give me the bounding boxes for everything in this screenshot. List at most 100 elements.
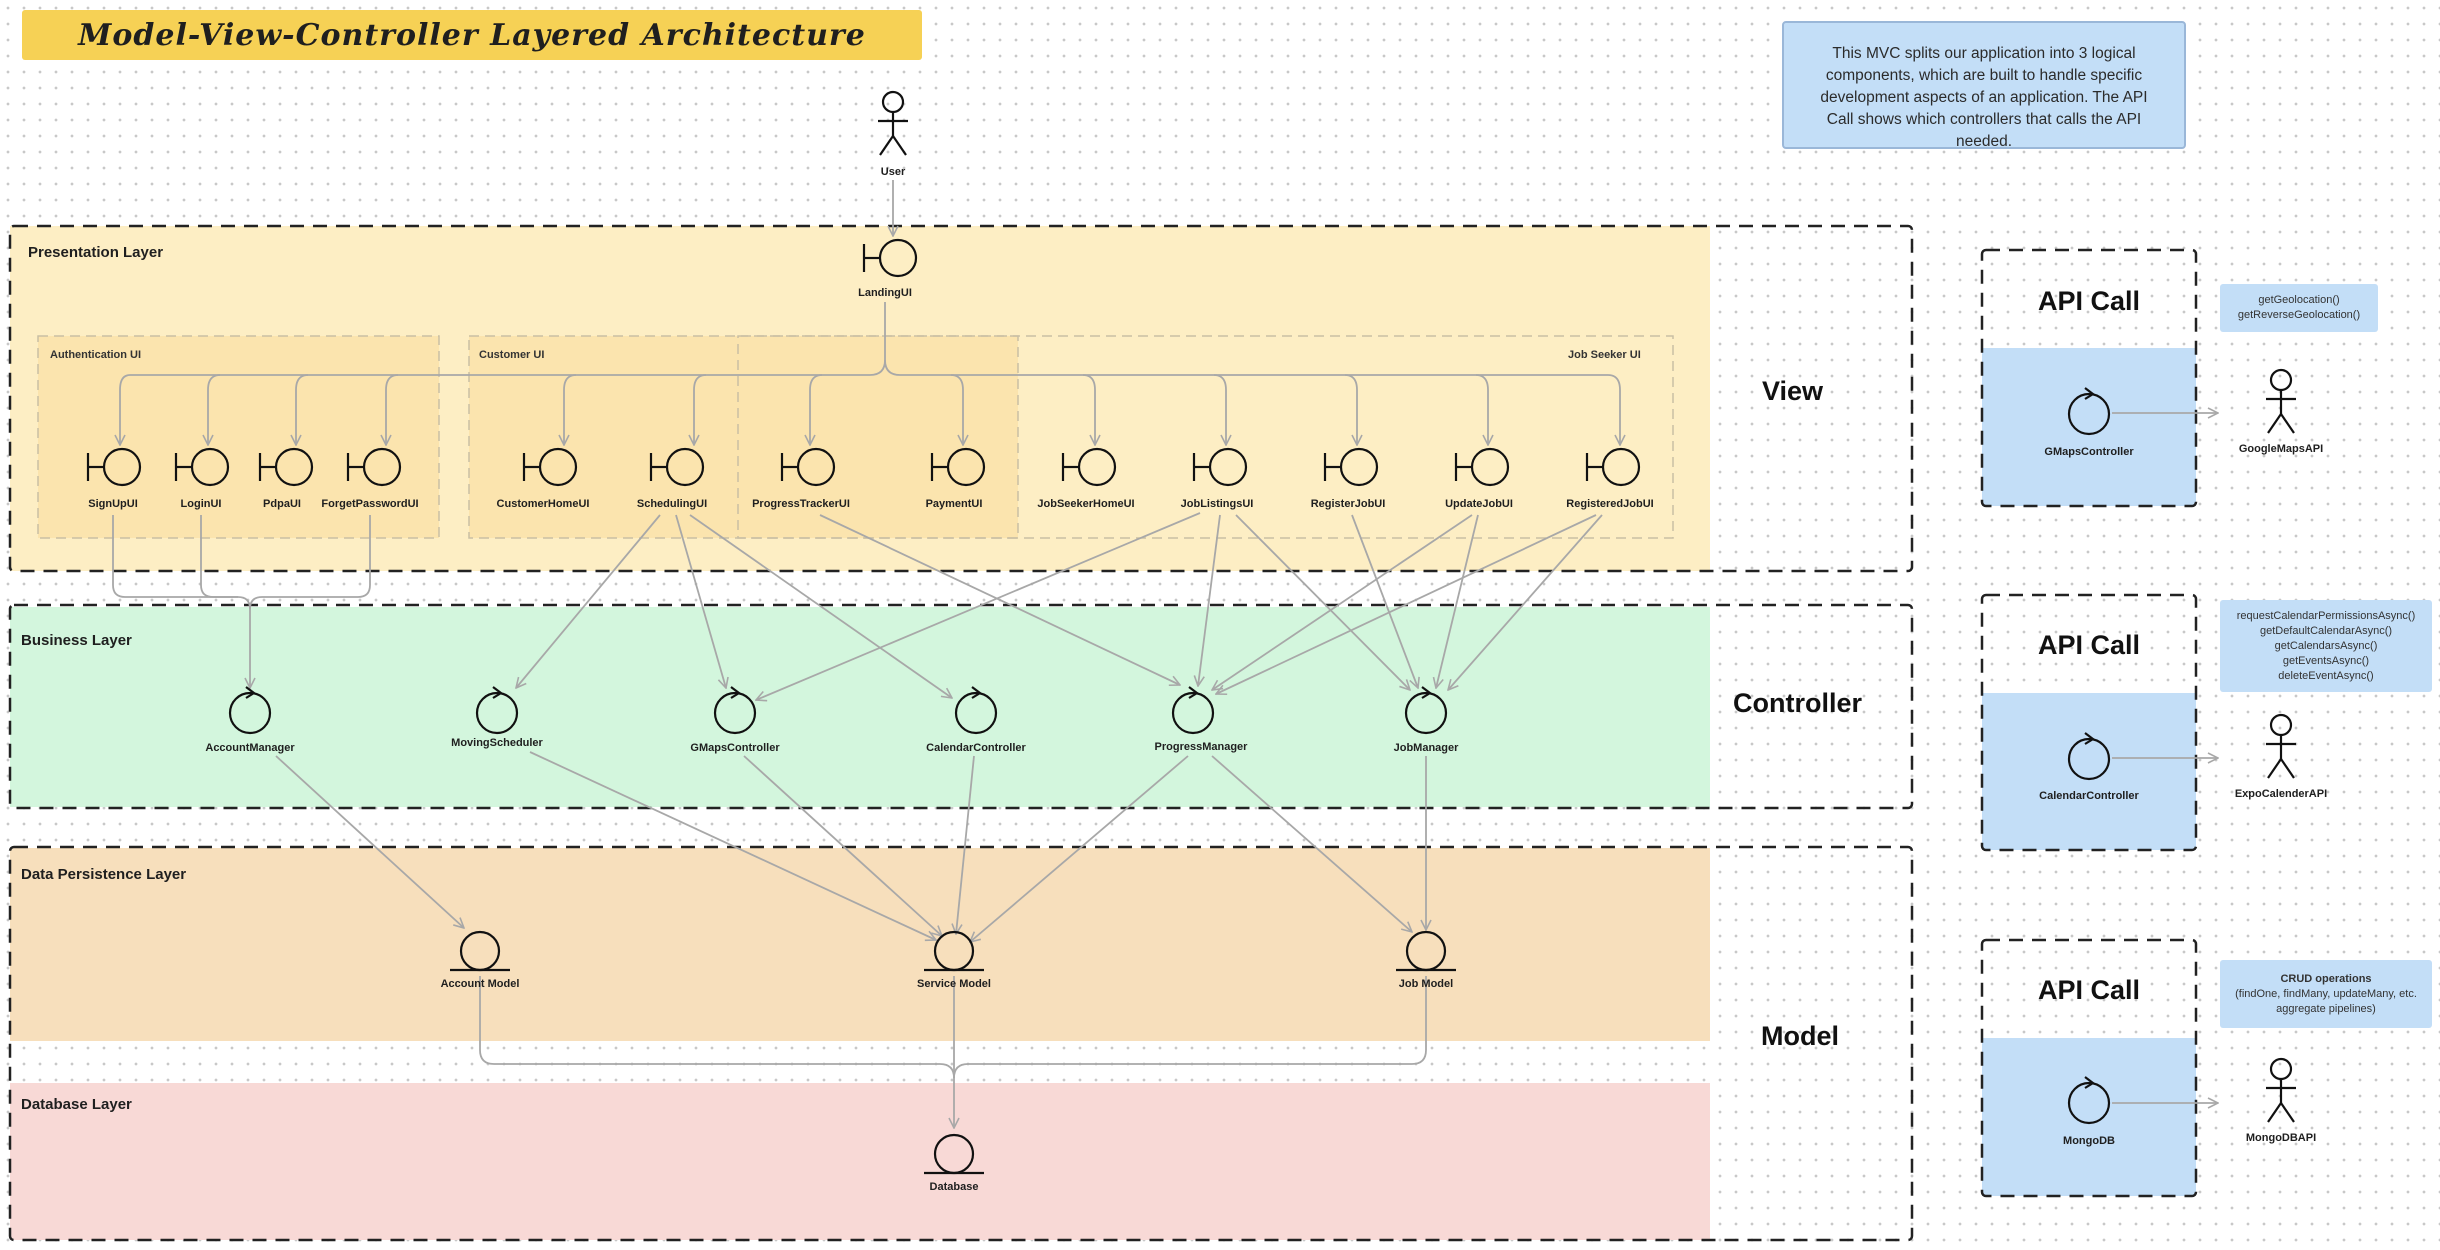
- api-panel-2: [1980, 593, 2198, 852]
- arrow-movingscheduler-servicemodel: [529, 751, 936, 940]
- api-note-line: deleteEventAsync(): [2278, 669, 2374, 682]
- mongodb-api-note: CRUD operations (findOne, findMany, upda…: [2220, 960, 2432, 1028]
- api-note-heading: CRUD operations: [2280, 972, 2372, 985]
- mvc-description-note: This MVC splits our application into 3 l…: [1782, 21, 2186, 150]
- calendar-controller-control-icon: [954, 686, 998, 735]
- api-panel-2-fill: [1982, 693, 2196, 850]
- database-entity-icon: [924, 1133, 984, 1175]
- job-manager-control-icon: [1404, 686, 1448, 735]
- job-manager-label: JobManager: [1393, 742, 1459, 754]
- forget-password-ui-label: ForgetPasswordUI: [321, 498, 419, 510]
- api-call-title-3: API Call: [2037, 975, 2141, 1005]
- account-manager-label: AccountManager: [205, 742, 295, 754]
- api-note-line: requestCalendarPermissionsAsync(): [2236, 609, 2416, 622]
- arrow-landing-forget: [386, 374, 399, 445]
- signup-ui-boundary-icon: [86, 447, 142, 487]
- job-seeker-ui-group-title: Job Seeker UI: [1568, 349, 1641, 361]
- calendar-api-control-icon: [2067, 732, 2111, 781]
- payment-ui-boundary-icon: [930, 447, 986, 487]
- pdpa-ui-label: PdpaUI: [263, 498, 301, 510]
- arrow-landing-scheduling: [694, 374, 707, 445]
- landing-bus: [120, 302, 886, 445]
- landing-ui-boundary-icon: [862, 238, 918, 278]
- google-maps-api-label: GoogleMapsAPI: [2238, 443, 2324, 455]
- api-note-line: aggregate pipelines): [2276, 1002, 2376, 1015]
- register-job-ui-label: RegisterJobUI: [1310, 498, 1386, 510]
- landing-ui-label: LandingUI: [858, 287, 912, 299]
- api-call-title-1: API Call: [2037, 286, 2141, 316]
- arrow-calendar-servicemodel: [956, 755, 975, 934]
- api-note-line: getCalendarsAsync(): [2274, 639, 2378, 652]
- account-manager-control-icon: [228, 686, 272, 735]
- api-note-line: getDefaultCalendarAsync(): [2259, 624, 2393, 637]
- arrow-registeredjob-jobmanager: [1448, 514, 1603, 690]
- login-ui-boundary-icon: [174, 447, 230, 487]
- arrow-registerjob-jobmanager: [1351, 514, 1418, 688]
- arrow-scheduling-movingscheduler: [516, 514, 661, 688]
- landing-bus-right: [884, 359, 1620, 445]
- arrow-landing-jobseekerhome: [1082, 374, 1095, 445]
- mongodb-api-controller-label: MongoDB: [2063, 1135, 2115, 1147]
- service-model-label: Service Model: [917, 978, 991, 990]
- arrow-jobmodel-database: [953, 976, 1427, 1079]
- arrow-scheduling-gmaps: [675, 514, 726, 688]
- registered-job-ui-boundary-icon: [1585, 447, 1641, 487]
- customer-ui-group-title: Customer UI: [479, 349, 545, 361]
- moving-scheduler-control-icon: [475, 686, 519, 735]
- api-note-line: (findOne, findMany, updateMany, etc.: [2235, 987, 2417, 1000]
- user-label: User: [880, 166, 906, 178]
- arrow-landing-customerhome: [564, 374, 577, 445]
- mongodb-api-control-icon: [2067, 1076, 2111, 1125]
- expo-calendar-api-label: ExpoCalenderAPI: [2234, 788, 2328, 800]
- api-note-line: getGeolocation(): [2258, 294, 2340, 306]
- arrow-joblistings-gmaps: [756, 512, 1201, 700]
- arrow-updatejob-progressmanager: [1212, 514, 1473, 690]
- arrow-joblistings-jobmanager: [1235, 514, 1410, 690]
- registered-job-ui-label: RegisteredJobUI: [1566, 498, 1654, 510]
- arrow-updatejob-jobmanager: [1436, 514, 1479, 688]
- scheduling-ui-boundary-icon: [649, 447, 705, 487]
- job-seeker-home-ui-label: JobSeekerHomeUI: [1037, 498, 1135, 510]
- arrow-progresstracker-progressmanager: [819, 514, 1180, 685]
- arrow-landing-payment: [950, 374, 963, 445]
- gmaps-controller-label: GMapsController: [690, 742, 780, 754]
- model-label: Model: [1761, 1021, 1839, 1051]
- google-maps-api-actor-icon: [2266, 368, 2296, 434]
- database-layer-bg: [10, 1083, 1710, 1240]
- job-seeker-ui-group: [737, 335, 1674, 539]
- arrow-landing-login: [208, 374, 221, 445]
- arrow-progressmanager-jobmodel: [1211, 755, 1412, 932]
- mongodb-api-actor-label: MongoDBAPI: [2245, 1132, 2317, 1144]
- presentation-layer-title: Presentation Layer: [28, 244, 164, 261]
- progress-tracker-ui-label: ProgressTrackerUI: [752, 498, 850, 510]
- account-model-label: Account Model: [440, 978, 520, 990]
- customer-home-ui-boundary-icon: [522, 447, 578, 487]
- auth-ui-group: [37, 335, 440, 539]
- controller-label: Controller: [1733, 688, 1863, 718]
- arrow-progressmanager-servicemodel: [970, 755, 1189, 942]
- arrow-landing-pdpa: [296, 374, 309, 445]
- arrow-auth-accountmanager: [112, 515, 250, 688]
- gmaps-api-controller-label: GMapsController: [2044, 446, 2134, 458]
- arrow-scheduling-calendar: [689, 514, 952, 698]
- progress-manager-label: ProgressManager: [1154, 741, 1248, 753]
- calendar-controller-label: CalendarController: [926, 742, 1026, 754]
- job-model-label: Job Model: [1398, 978, 1454, 990]
- pdpa-ui-boundary-icon: [258, 447, 314, 487]
- api-panel-3-fill: [1982, 1038, 2196, 1196]
- api-note-line: getReverseGeolocation(): [2237, 309, 2361, 321]
- calendar-api-note: requestCalendarPermissionsAsync() getDef…: [2220, 600, 2432, 692]
- job-listings-ui-boundary-icon: [1192, 447, 1248, 487]
- arrow-registeredjob-progressmanager: [1216, 514, 1597, 694]
- arrow-forget-accountmanager: [249, 515, 371, 610]
- login-ui-label: LoginUI: [180, 498, 222, 510]
- arrow-landing-updatejob: [1475, 374, 1488, 445]
- account-model-entity-icon: [450, 930, 510, 972]
- controller-outline: [8, 603, 1914, 810]
- update-job-ui-label: UpdateJobUI: [1445, 498, 1513, 510]
- arrow-landing-registerjob: [1344, 374, 1357, 445]
- connectors: [112, 180, 2218, 1128]
- arrow-accountmanager-accountmodel: [275, 755, 464, 928]
- job-model-entity-icon: [1396, 930, 1456, 972]
